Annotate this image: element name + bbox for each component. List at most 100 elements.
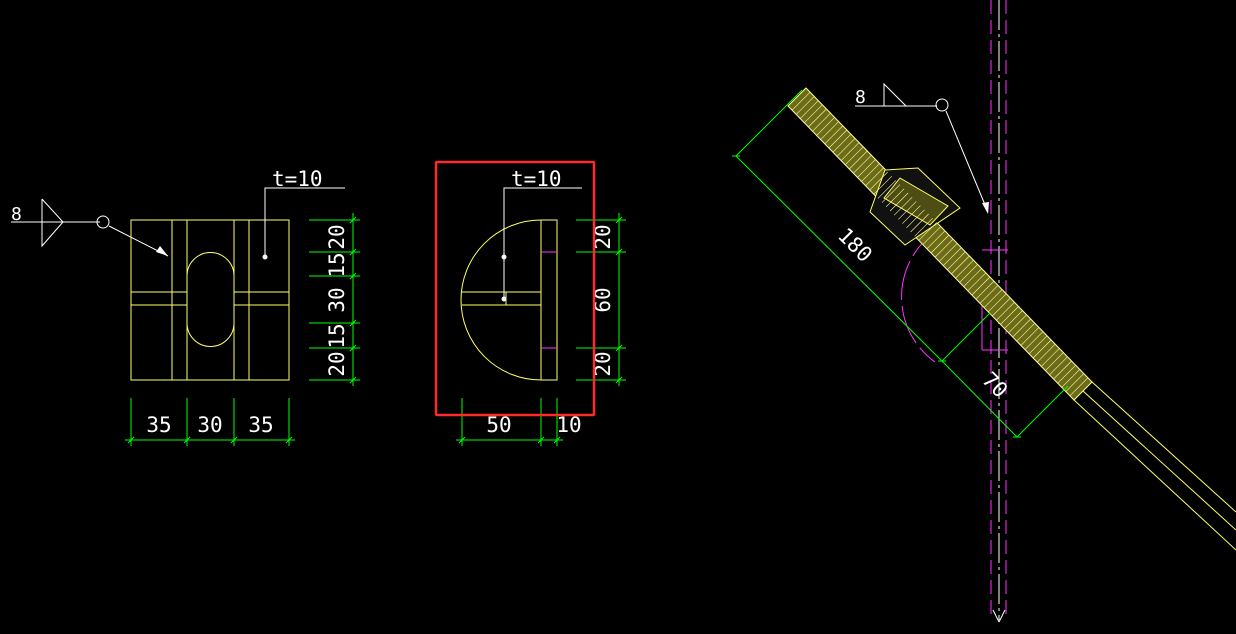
thread-hatch-line [1049,356,1068,376]
thread-hatch-line [910,213,929,233]
middle-dim-h2: 10 [556,413,581,437]
thread-hatch-line [979,285,999,304]
thread-hatch-line [1032,339,1052,359]
thread-hatch-line [812,112,831,132]
thread-hatch-line [1008,314,1027,334]
thread-hatch-line [869,171,888,191]
thread-hatch-line [885,188,905,208]
middle-plate-center-marks [541,251,557,349]
left-dim-v1: 20 [325,224,349,249]
bolt-thread-hatch [791,91,1089,397]
thread-hatch-line [800,100,819,119]
right-weld-symbol [855,82,989,214]
thread-hatch-line [865,167,884,187]
thread-hatch-line [840,142,860,161]
left-dim-v5: 20 [325,351,349,376]
thread-hatch-line [816,117,835,136]
thread-hatch-line [1036,343,1056,363]
thread-hatch-line [1057,364,1076,384]
thread-hatch-line [938,243,958,262]
left-dim-v2: 15 [325,252,349,277]
left-weld-size: 8 [11,204,22,225]
thread-hatch-line [1016,322,1036,342]
right-dim-offset: 70 [978,368,1013,403]
left-dim-h3: 35 [248,413,273,437]
thread-hatch-line [898,201,917,220]
weld-triangle-icon [883,82,907,107]
thread-hatch-line [914,217,933,237]
thread-hatch-line [963,268,982,287]
thread-hatch-line [832,133,852,153]
thread-hatch-line [1020,327,1040,346]
right-dim-length: 180 [833,223,877,267]
thread-hatch-line [877,180,897,199]
thread-hatch-line [918,222,937,241]
thread-hatch-line [967,272,987,292]
middle-thickness-leader [501,187,582,302]
thread-hatch-line [955,259,974,279]
left-thickness-leader [262,187,345,260]
thread-hatch-line [1069,377,1089,397]
thread-hatch-line [881,184,901,203]
thread-hatch-line [1012,318,1031,338]
thread-hatch-line [791,91,811,111]
weld-all-around-icon [96,215,110,229]
thread-hatch-line [849,150,868,170]
left-dim-h2: 30 [197,413,222,437]
thread-hatch-line [857,159,876,178]
thread-hatch-line [893,196,913,216]
thread-hatch-line [828,129,848,149]
thread-hatch-line [844,146,864,166]
thread-hatch-line [1024,331,1044,350]
thread-hatch-line [804,104,823,124]
thread-hatch-line [1065,373,1085,392]
thread-hatch-line [971,276,991,296]
thread-hatch-line [836,138,856,157]
thread-hatch-line [906,209,925,229]
thread-hatch-line [975,280,995,300]
left-plate-oblong-hole [186,252,235,347]
thread-hatch-line [873,175,893,195]
middle-plate-stem [540,219,558,381]
left-dim-h1: 35 [146,413,171,437]
left-dimension-lines [125,213,360,446]
thread-hatch-line [943,247,962,266]
left-dim-v4: 15 [325,323,349,348]
thread-hatch-line [795,96,815,115]
middle-plate-detail [460,219,558,381]
thread-hatch-line [820,121,839,140]
weld-all-around-icon [935,98,949,112]
thread-hatch-line [1041,348,1060,367]
thread-hatch-line [987,293,1007,313]
thread-hatch-line [951,255,970,275]
thread-hatch-line [902,205,921,224]
thread-hatch-line [983,289,1003,308]
thread-hatch-line [853,154,872,174]
left-plate-outline [130,219,290,381]
thread-hatch-line [992,297,1011,317]
thread-hatch-line [930,234,950,254]
thread-hatch-line [1053,360,1072,380]
selection-highlight-box[interactable] [434,160,596,417]
thread-hatch-line [922,226,942,245]
thread-hatch-line [959,264,978,283]
middle-dim-h1: 50 [486,413,511,437]
thread-hatch-line [824,125,844,145]
weld-triangle-icon [41,198,64,248]
middle-thickness-label: t=10 [511,167,562,191]
thread-hatch-line [861,163,880,182]
thread-hatch-line [808,108,827,128]
left-plate-detail [130,219,290,381]
thread-hatch-line [947,251,966,271]
right-dimension-lines [732,89,1069,438]
right-weld-size: 8 [855,87,866,108]
thread-hatch-line [926,230,946,250]
thread-hatch-line [996,301,1015,321]
thread-hatch-line [889,192,909,212]
left-dim-v3: 30 [325,287,349,312]
left-weld-symbol [11,198,169,257]
thread-hatch-line [934,238,954,258]
left-thickness-label: t=10 [272,167,323,191]
thread-hatch-line [1028,335,1048,355]
